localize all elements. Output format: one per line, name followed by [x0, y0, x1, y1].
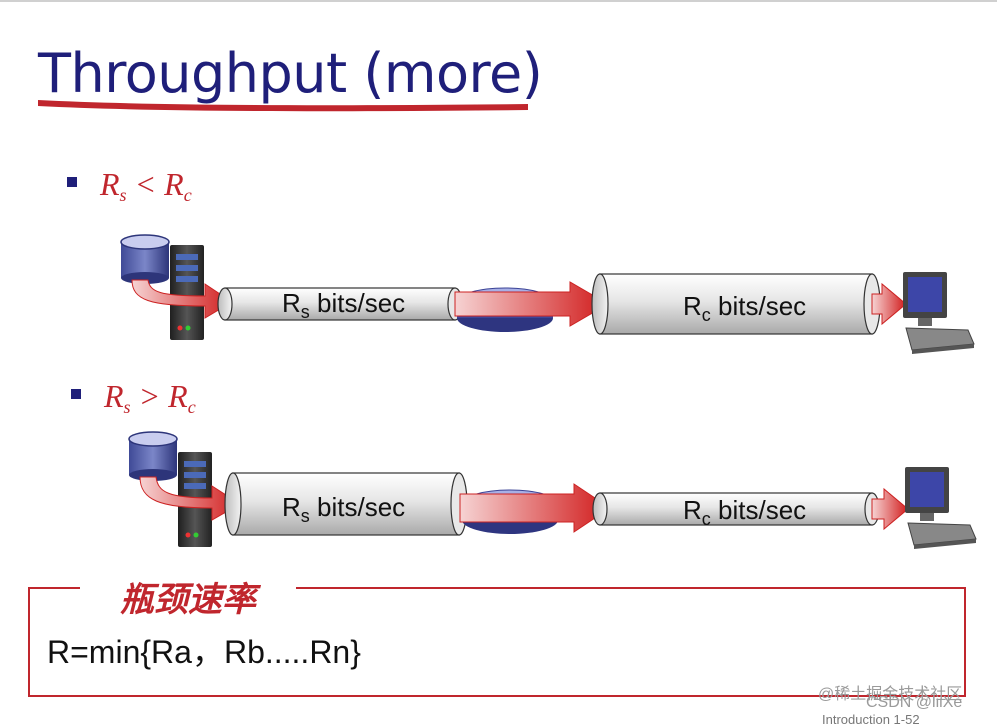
condition-rs-less-rc: Rs < Rc — [100, 166, 192, 205]
rc-pipe-label: Rc bits/sec — [683, 495, 807, 529]
rc-pipe — [591, 273, 881, 335]
rs-pipe — [224, 472, 468, 536]
server-icon — [170, 245, 204, 340]
bullet-marker — [71, 389, 81, 399]
slide-title: Throughput (more) — [38, 42, 543, 105]
slide-footer: Introduction 1-52 — [822, 712, 920, 727]
flow-arrow-icon — [459, 483, 611, 533]
rc-pipe-label: Rc bits/sec — [683, 291, 807, 325]
rc-pipe — [592, 492, 880, 526]
top-border — [0, 0, 997, 2]
bullet-marker — [67, 177, 77, 187]
bottleneck-formula: R=min{Ra，Rb.....Rn} — [47, 634, 361, 670]
bottleneck-box — [28, 587, 966, 697]
flow-arrow-icon — [454, 281, 609, 327]
computer-icon — [905, 467, 977, 549]
flow-arrow-icon — [871, 487, 909, 531]
flow-arrow-icon — [871, 282, 907, 326]
rs-pipe-label: Rs bits/sec — [282, 492, 406, 526]
database-icon — [128, 431, 178, 481]
title-underline — [38, 100, 528, 112]
rs-pipe-label: Rs bits/sec — [282, 288, 406, 322]
watermark-juejin: @稀土掘金技术社区 — [818, 686, 963, 703]
watermark-csdn: CSDN @liiXe — [866, 694, 963, 711]
condition-rs-greater-rc: Rs > Rc — [104, 378, 196, 417]
bottleneck-title: 瓶颈速率 — [80, 572, 296, 621]
computer-icon — [903, 272, 975, 354]
database-icon — [120, 234, 170, 284]
